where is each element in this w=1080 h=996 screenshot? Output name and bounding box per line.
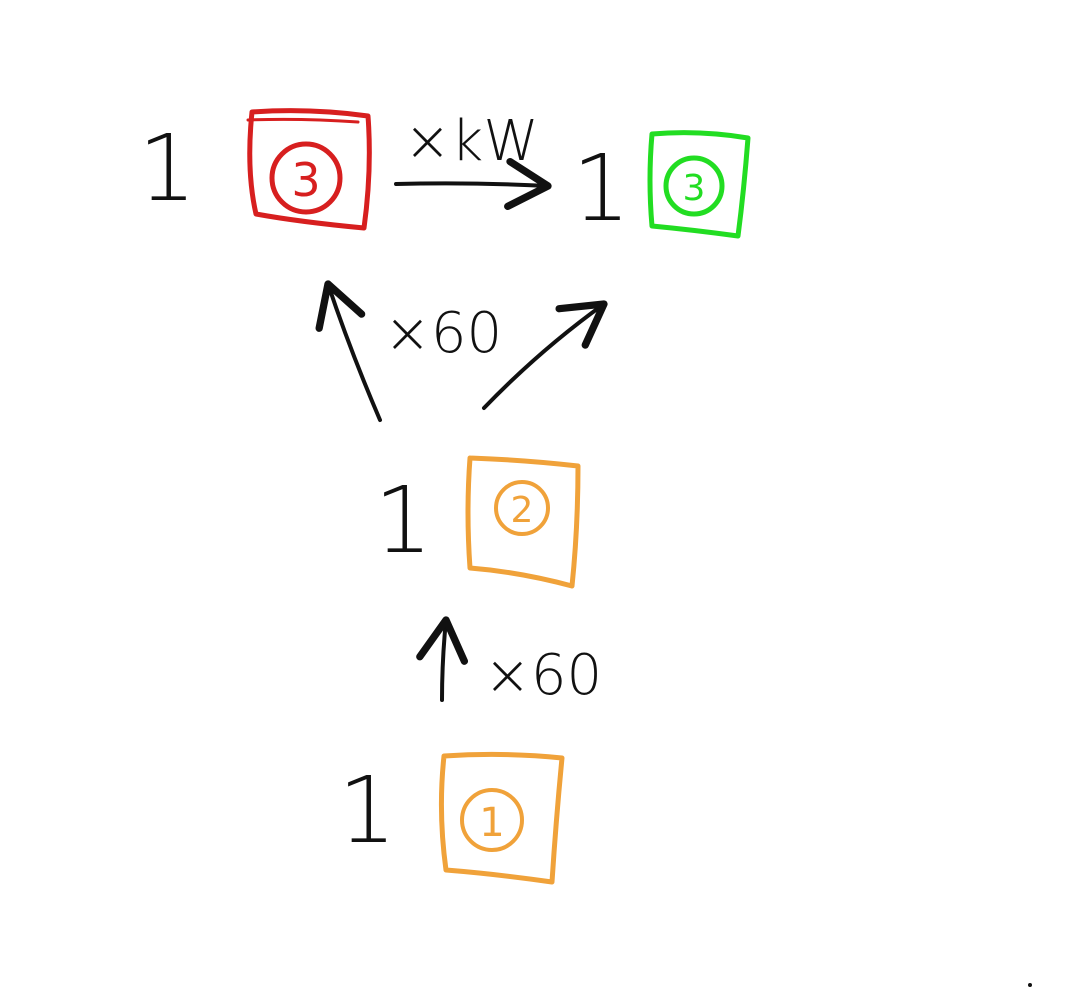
lower-x60-label: ×60: [484, 643, 602, 708]
top-right-group: 1 3: [572, 130, 751, 242]
bottom-digit: 1: [479, 800, 504, 846]
stray-dot: [1028, 983, 1032, 987]
top-right-digit-circle: [663, 155, 725, 217]
top-left-digit-circle: [269, 141, 343, 215]
arrow-to-green: [482, 300, 608, 410]
top-left-digit: 3: [291, 153, 320, 207]
arrow-to-middle: [416, 616, 469, 702]
bottom-digit-circle: [460, 788, 524, 852]
middle-orange-box: 2: [465, 455, 581, 589]
top-right-count: 1: [572, 135, 631, 242]
kw-label: ×kW: [404, 109, 539, 174]
middle-group: 1 2: [374, 455, 581, 589]
middle-count: 1: [374, 467, 433, 574]
middle-digit: 2: [511, 490, 534, 531]
bottom-orange-box: 1: [438, 751, 565, 885]
top-left-red-box: 3: [246, 108, 372, 231]
top-right-green-box: 3: [647, 130, 751, 239]
kw-arrow: [394, 157, 552, 211]
bottom-group: 1 1: [338, 751, 565, 885]
middle-digit-circle: [494, 480, 550, 536]
top-left-count: 1: [138, 115, 197, 222]
top-left-group: 1 3: [138, 108, 372, 231]
arrow-to-red: [315, 280, 382, 422]
bottom-count: 1: [338, 757, 397, 864]
top-right-digit: 3: [683, 168, 706, 209]
upper-x60-label: ×60: [384, 301, 502, 366]
